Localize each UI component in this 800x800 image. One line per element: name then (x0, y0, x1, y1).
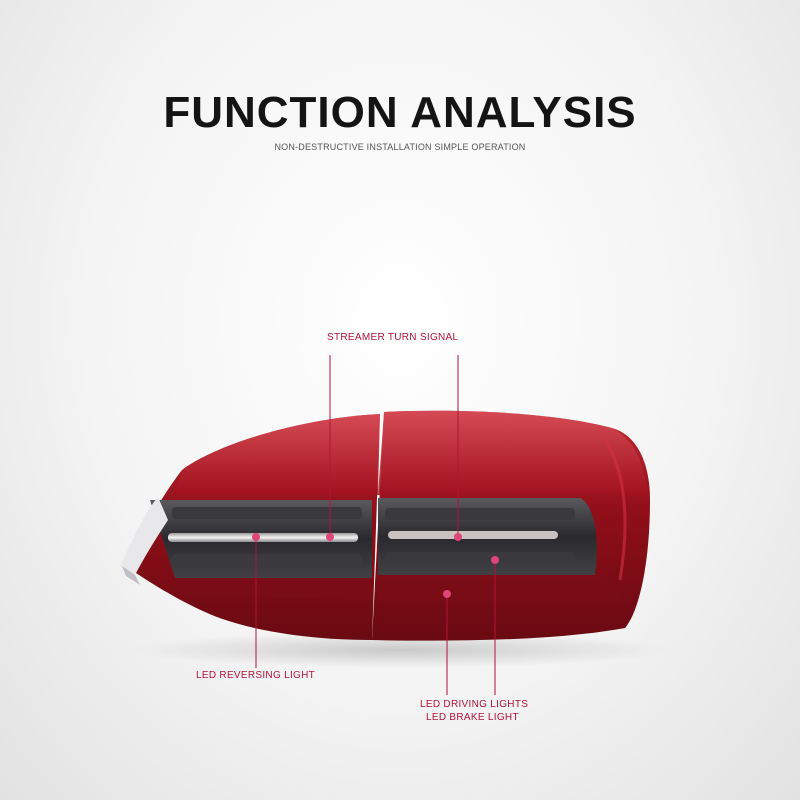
page-subtitle: NON-DESTRUCTIVE INSTALLATION SIMPLE OPER… (274, 142, 526, 152)
driving-dot (491, 556, 499, 564)
led-reversing-light-label: LED REVERSING LIGHT (196, 670, 316, 681)
turn-signal-tube (388, 531, 558, 539)
led-brake-light-label: LED BRAKE LIGHT (426, 712, 519, 723)
inner-lamp-unit (372, 410, 650, 641)
page-title: FUNCTION ANALYSIS (163, 88, 637, 137)
callout-lines (255, 355, 496, 695)
outer-lamp-unit (120, 414, 380, 640)
streamer-dot-right (454, 533, 462, 541)
streamer-turn-signal-label: STREAMER TURN SIGNAL (327, 332, 459, 343)
reversing-light-tube (168, 533, 358, 542)
reversing-dot (252, 533, 260, 541)
floor-shadow (130, 632, 670, 668)
led-driving-lights-label: LED DRIVING LIGHTS (420, 699, 529, 710)
callout-dots (252, 533, 499, 598)
streamer-dot-left (326, 533, 334, 541)
brake-dot (443, 590, 451, 598)
